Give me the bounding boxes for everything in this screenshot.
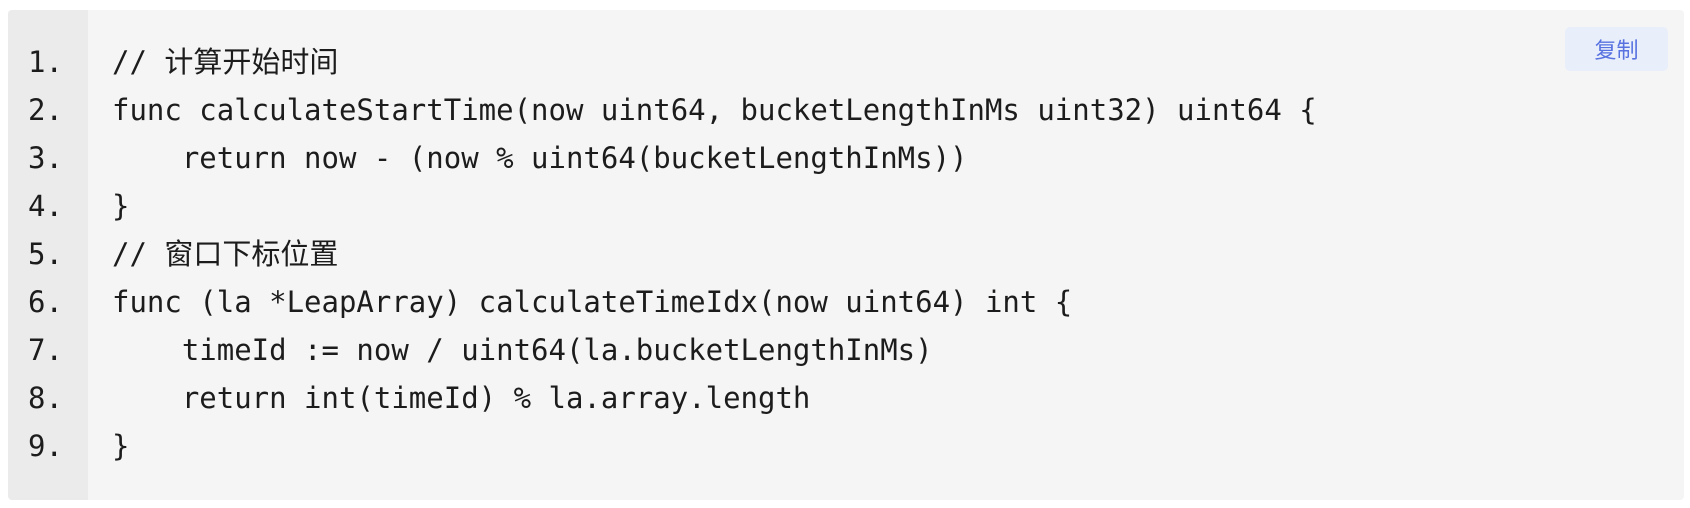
line-number: 7. xyxy=(28,333,63,367)
line-number: 4. xyxy=(28,189,63,223)
copy-code-button[interactable]: 复制 xyxy=(1565,27,1668,71)
line-number: 9. xyxy=(28,429,63,463)
code-area: // 计算开始时间 func calculateStartTime(now ui… xyxy=(88,10,1684,500)
code-line: return int(timeId) % la.array.length xyxy=(112,381,811,415)
code-line: } xyxy=(112,189,130,223)
code-line: } xyxy=(112,429,130,463)
line-number: 1. xyxy=(28,45,63,79)
code-line: func (la *LeapArray) calculateTimeIdx(no… xyxy=(112,285,1073,319)
code-line: return now - (now % uint64(bucketLengthI… xyxy=(112,141,968,175)
code-line: func calculateStartTime(now uint64, buck… xyxy=(112,93,1317,127)
code-line: // 计算开始时间 xyxy=(112,45,339,79)
line-number-gutter: 1. 2. 3. 4. 5. 6. 7. 8. 9. xyxy=(8,10,88,500)
line-number: 2. xyxy=(28,93,63,127)
code-line: // 窗口下标位置 xyxy=(112,237,339,271)
line-number: 5. xyxy=(28,237,63,271)
line-number: 3. xyxy=(28,141,63,175)
line-number: 6. xyxy=(28,285,63,319)
code-block: 1. 2. 3. 4. 5. 6. 7. 8. 9. // 计算开始时间 fun… xyxy=(8,10,1684,500)
line-number: 8. xyxy=(28,381,63,415)
code-line: timeId := now / uint64(la.bucketLengthIn… xyxy=(112,333,933,367)
